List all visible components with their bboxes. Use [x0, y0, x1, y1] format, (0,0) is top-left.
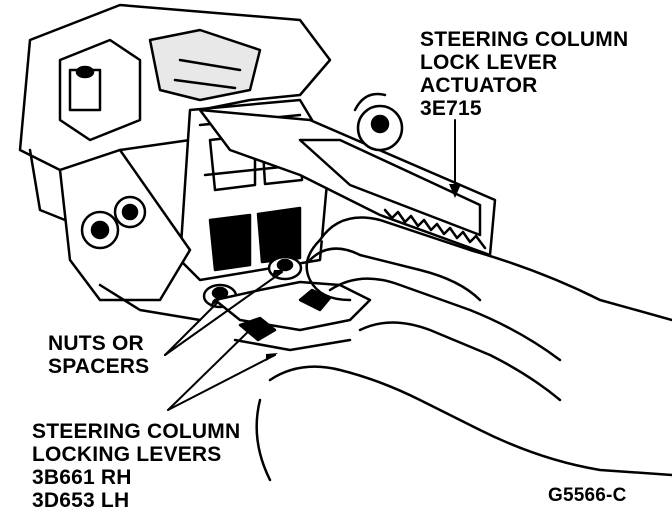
- leader-lines: [164, 119, 456, 411]
- levers-label-line-3: 3B661 RH: [32, 466, 132, 489]
- actuator-label-line-1: STEERING COLUMN: [420, 28, 629, 51]
- locking-levers: [213, 280, 372, 352]
- levers-label-line-1: STEERING COLUMN: [32, 420, 241, 443]
- levers-label-line-2: LOCKING LEVERS: [32, 443, 222, 466]
- levers-label-line-4: 3D653 LH: [32, 489, 130, 512]
- actuator-label-line-3: ACTUATOR: [420, 74, 538, 97]
- lock-lever-actuator: [198, 92, 497, 257]
- nuts-label-line-2: SPACERS: [48, 355, 150, 378]
- hand-outline: [255, 216, 672, 482]
- actuator-label-line-4: 3E715: [420, 97, 482, 120]
- levers-label: STEERING COLUMN LOCKING LEVERS 3B661 RH …: [32, 420, 240, 512]
- arrowheads: [210, 184, 461, 361]
- figure-id: G5566-C: [548, 485, 627, 506]
- nuts-label: NUTS OR SPACERS: [48, 332, 149, 378]
- actuator-label-line-2: LOCK LEVER: [420, 51, 558, 74]
- actuator-label: STEERING COLUMN LOCK LEVER ACTUATOR 3E71…: [420, 28, 628, 120]
- nuts-label-line-1: NUTS OR: [48, 332, 144, 355]
- bolt-assembly: [58, 148, 202, 322]
